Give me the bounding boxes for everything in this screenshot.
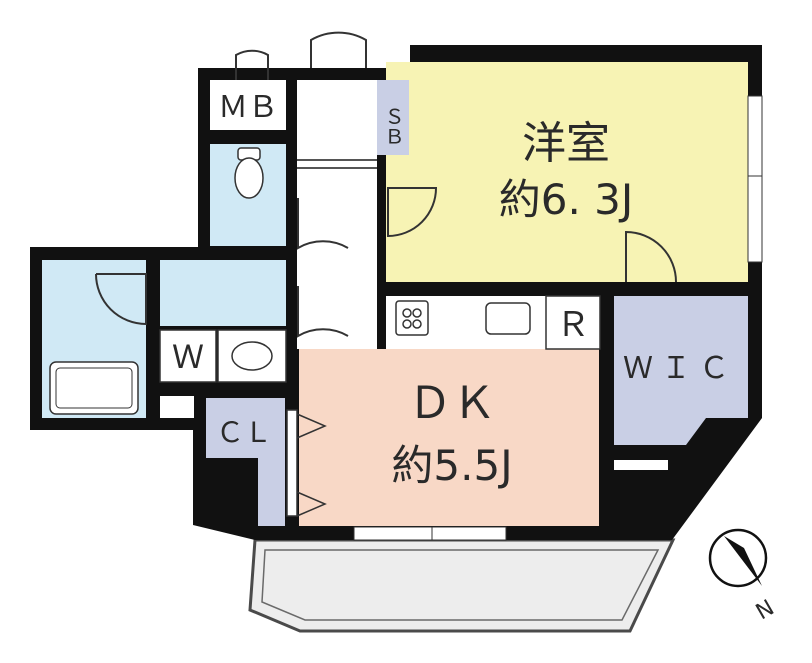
walk-in-closet	[614, 296, 748, 445]
wash-basin	[217, 329, 287, 383]
dining-kitchen	[299, 349, 599, 526]
western-room	[386, 62, 748, 282]
dining-kitchen-size: 約5.5J	[391, 441, 512, 490]
toilet-room	[210, 144, 286, 246]
washer-label: Ｗ	[172, 338, 204, 376]
bath-step	[160, 396, 194, 418]
balcony	[248, 538, 676, 633]
washroom	[160, 260, 286, 326]
wic-label: ＷＩＣ	[623, 351, 737, 386]
compass-north-label: N	[752, 595, 779, 625]
meter-box	[210, 80, 286, 130]
closet	[206, 398, 285, 526]
corridor	[297, 80, 377, 349]
doors	[95, 31, 677, 338]
compass: N	[708, 528, 779, 625]
dining-kitchen-name: ＤＫ	[408, 378, 496, 429]
washer-space	[159, 329, 217, 383]
shoe-box-label: ＳＢ	[381, 106, 405, 146]
refrigerator-label: Ｒ	[556, 305, 590, 345]
bathroom	[42, 260, 146, 418]
western-room-name: 洋室	[522, 118, 610, 169]
western-room-size: 約6. 3J	[499, 175, 634, 224]
refrigerator-space	[545, 295, 601, 350]
shoe-box	[377, 80, 409, 155]
meter-box-label: ＭＢ	[218, 90, 278, 125]
windows	[353, 95, 763, 541]
closet-label: ＣＬ	[216, 416, 272, 449]
wic-shelf	[614, 460, 668, 470]
closet-door	[286, 409, 327, 517]
